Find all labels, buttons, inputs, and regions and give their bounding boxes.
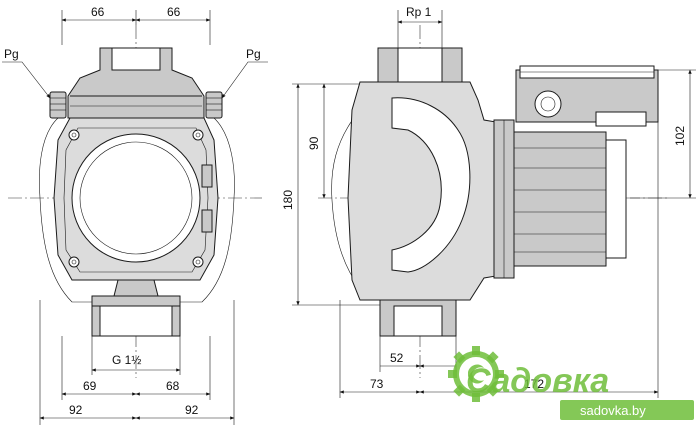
port-width-dim: 52 <box>390 351 404 365</box>
front-view: 66 66 Pg Pg G 1½ 69 68 92 92 <box>2 5 268 425</box>
front-bottom-right-outer-dim: 92 <box>185 403 199 417</box>
front-top-left-dim: 66 <box>91 5 105 19</box>
motor-height-dim: 102 <box>673 126 687 146</box>
watermark: Садовка sadovka.by <box>448 346 694 420</box>
side-view: Rp 1 180 90 102 52 73 172 <box>281 5 696 398</box>
brand-logo: Садовка <box>466 362 609 400</box>
gauge-label-left: Pg <box>4 47 19 61</box>
total-depth-dim: 172 <box>524 377 544 391</box>
front-bottom-right-inner-dim: 68 <box>166 379 180 393</box>
front-bottom-left-inner-dim: 69 <box>83 379 97 393</box>
front-top-right-dim: 66 <box>167 5 181 19</box>
total-height-dim: 180 <box>281 190 295 210</box>
gauge-label-right: Pg <box>246 47 261 61</box>
front-bottom-left-outer-dim: 92 <box>69 403 83 417</box>
top-thread-label: Rp 1 <box>406 5 432 19</box>
thread-size-label: G 1½ <box>112 353 141 367</box>
site-url: sadovka.by <box>580 403 646 418</box>
upper-height-dim: 90 <box>307 136 321 150</box>
left-depth-dim: 73 <box>370 377 384 391</box>
gear-logo-icon <box>448 346 504 402</box>
